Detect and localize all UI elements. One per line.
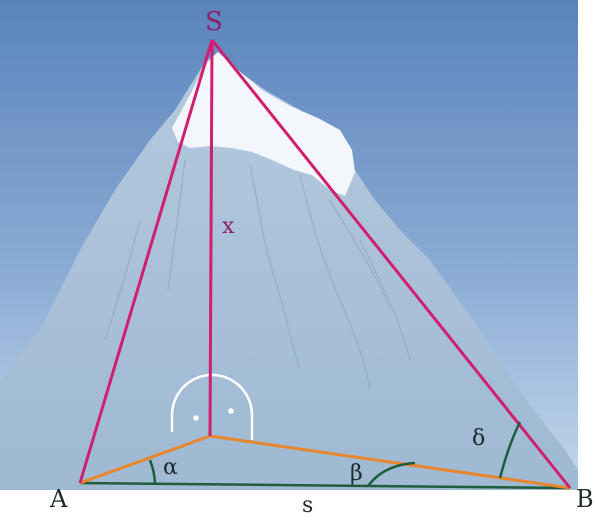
edge-s-to-a <box>78 39 214 484</box>
label-height: x <box>222 214 235 239</box>
angle-beta-arc <box>367 461 416 487</box>
bottom-margin <box>0 490 598 516</box>
label-baseline: s <box>302 493 313 516</box>
label-angle-delta: δ <box>472 426 485 451</box>
edge-foot-to-b <box>209 434 571 490</box>
edge-s-to-b <box>210 39 572 489</box>
right-angle-marker <box>170 373 254 440</box>
right-margin <box>578 0 598 516</box>
label-point-b: B <box>576 485 594 513</box>
right-angle-dot-left <box>193 415 199 421</box>
right-angle-dot-right <box>228 408 234 414</box>
height-line-x <box>208 39 214 437</box>
label-angle-beta: β <box>350 461 363 486</box>
label-summit: S <box>205 7 223 37</box>
edge-a-to-foot <box>79 434 211 485</box>
label-angle-alpha: α <box>163 455 178 480</box>
mountain-body <box>0 52 578 490</box>
mountain-crevices <box>104 159 411 391</box>
label-point-a: A <box>49 485 68 513</box>
baseline-ab <box>79 481 571 490</box>
angle-delta-arc <box>498 421 522 479</box>
angle-alpha-arc <box>148 459 157 485</box>
